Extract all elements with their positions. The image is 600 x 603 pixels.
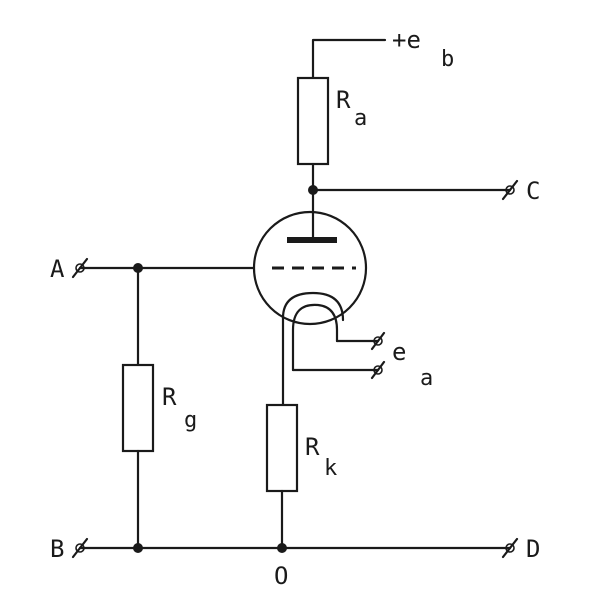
rg-label: R [162, 383, 177, 411]
ground-label: O [274, 562, 288, 590]
rg-ground-node [133, 543, 143, 553]
terminal-c-label: C [526, 177, 540, 205]
resistor-rk [265, 403, 299, 493]
rk-ground-node [277, 543, 287, 553]
terminal-d-label: D [526, 535, 540, 563]
terminal-ea1-icon [370, 331, 386, 351]
rg-subscript: g [184, 408, 197, 433]
ea-label: e [392, 338, 406, 366]
supply-subscript: b [441, 47, 454, 72]
ea-subscript: a [420, 366, 433, 391]
terminal-a-icon [71, 257, 89, 279]
supply-label: +e [392, 26, 421, 54]
terminal-a-label: A [50, 255, 65, 283]
terminal-b-label: B [50, 535, 64, 563]
terminal-d-icon [501, 537, 519, 559]
ra-subscript: a [354, 106, 367, 131]
supply-wire [311, 38, 387, 82]
resistor-ra [296, 76, 330, 166]
ra-label: R [336, 86, 351, 114]
rk-subscript: k [324, 456, 337, 481]
rk-label: R [305, 433, 320, 461]
resistor-rg [121, 363, 155, 453]
terminal-c-icon [501, 179, 519, 201]
terminal-b-icon [71, 537, 89, 559]
terminal-ea2-icon [370, 360, 386, 380]
heater [291, 303, 339, 372]
cathode [281, 291, 345, 322]
vacuum-tube-envelope [252, 210, 368, 326]
